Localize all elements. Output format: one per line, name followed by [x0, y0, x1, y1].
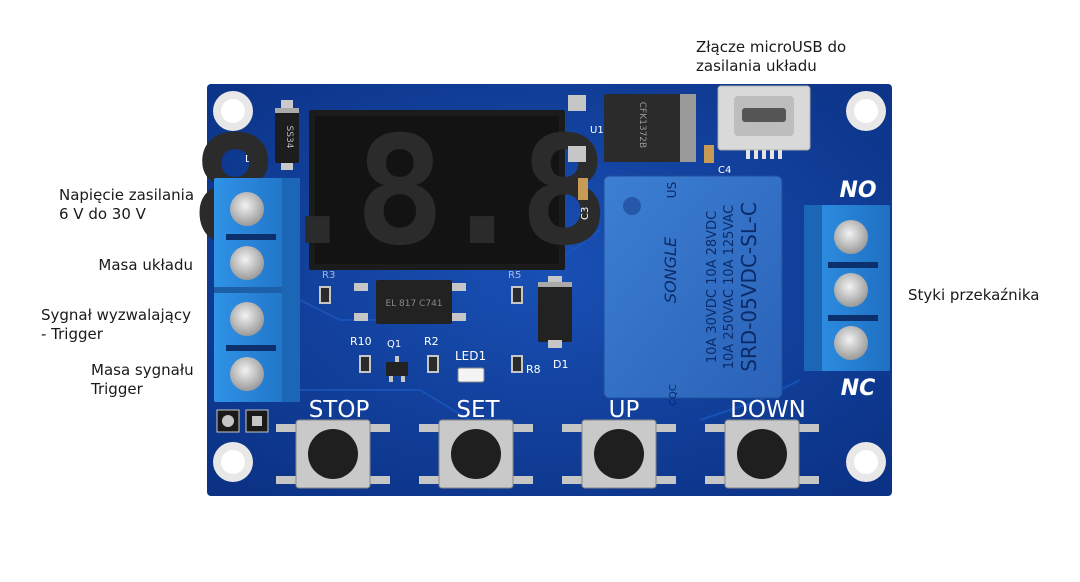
down-button[interactable] [705, 419, 819, 489]
relay-terminal-block [804, 205, 890, 371]
set-button-label: SET [456, 397, 500, 423]
relay-model: SRD-05VDC-SL-C [737, 202, 761, 372]
ground-annotation: Masa układu [98, 256, 193, 274]
diode-d2: SS34 [275, 100, 299, 170]
d1-label: D1 [553, 358, 568, 371]
seven-segment-display [309, 110, 565, 270]
relay-brand: SONGLE [661, 236, 680, 303]
down-button-label: DOWN [730, 397, 806, 423]
trigger-annotation: Sygnał wyzwalający - Trigger [41, 306, 191, 343]
r3-label: R3 [322, 270, 335, 281]
relay-mark-us: US [665, 182, 679, 198]
optocoupler: EL 817 C741 [354, 280, 466, 324]
c4-label: C4 [718, 165, 731, 176]
input-terminal-block [214, 178, 300, 402]
no-terminal-label: NO [839, 178, 876, 203]
up-button-label: UP [609, 397, 640, 423]
regulator-u1: CFK1372B [568, 94, 696, 162]
led1 [457, 367, 485, 383]
r8-label: R8 [526, 363, 541, 376]
transistor-q1 [386, 356, 408, 382]
relay-mark-cqc: CQC [668, 384, 679, 406]
diode-d1 [538, 276, 572, 348]
ss34-label: SS34 [284, 126, 294, 149]
q1-label: Q1 [387, 339, 401, 350]
r5-label: R5 [508, 270, 521, 281]
relay-contacts-annotation: Styki przekaźnika [908, 286, 1040, 304]
relay [603, 175, 783, 399]
stop-button[interactable] [276, 419, 390, 489]
optocoupler-marking: EL 817 C741 [385, 299, 442, 309]
micro-usb-connector [717, 85, 811, 159]
u1-label: U1 [590, 125, 604, 136]
set-button[interactable] [419, 419, 533, 489]
trigger-ground-annotation: Masa sygnału Trigger [91, 361, 194, 398]
stop-button-label: STOP [309, 397, 370, 423]
capacitor-c4 [704, 145, 714, 163]
up-button[interactable] [562, 419, 676, 489]
supply-voltage-annotation: Napięcie zasilania 6 V do 30 V [59, 186, 195, 223]
r2-label: R2 [424, 335, 439, 348]
c3-label: C3 [580, 207, 591, 220]
nc-terminal-label: NC [841, 376, 876, 401]
capacitor-c3 [578, 178, 588, 200]
smd-resistors [319, 286, 523, 373]
mounting-holes [213, 91, 886, 482]
regulator-label: CFK1372B [637, 102, 647, 148]
usb-connector-annotation: Złącze microUSB do zasilania układu [696, 38, 847, 75]
d2-label: D2 [245, 154, 259, 165]
relay-rating-1: 10A 250VAC 10A 125VAC [722, 205, 737, 370]
test-pads [216, 409, 269, 433]
led1-label: LED1 [455, 349, 486, 363]
r10-label: R10 [350, 335, 372, 348]
relay-rating-2: 10A 30VDC 10A 28VDC [705, 211, 720, 363]
